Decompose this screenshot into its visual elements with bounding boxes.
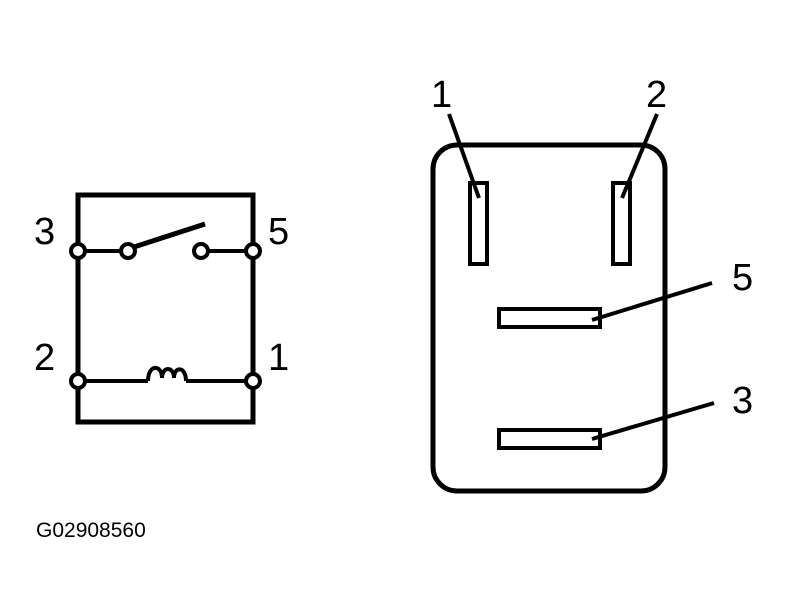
switch-contact-right	[192, 242, 210, 260]
pin-2-slot	[611, 181, 632, 266]
schematic-frame	[75, 192, 256, 425]
pin-2-label: 2	[646, 74, 667, 116]
terminal-5-label: 5	[268, 211, 289, 253]
terminal-1-dot	[244, 372, 262, 390]
relay-schematic	[69, 192, 262, 425]
pin-3-slot	[497, 428, 602, 450]
terminal-2-label: 2	[34, 337, 55, 379]
pin-1-slot	[468, 181, 489, 266]
pin-1-label: 1	[431, 74, 452, 116]
connector-face	[430, 113, 715, 494]
pin-5-label: 5	[732, 257, 753, 299]
terminal-1-label: 1	[268, 337, 289, 379]
terminal-5-dot	[244, 242, 262, 260]
pin-2-leader	[620, 113, 659, 199]
pin-1-leader	[447, 113, 481, 199]
switch-contact-left	[119, 242, 137, 260]
switch-arm	[133, 221, 206, 250]
pin-3-label: 3	[732, 380, 753, 422]
terminal-2-dot	[69, 372, 87, 390]
pin-5-slot	[497, 307, 602, 329]
connector-body	[430, 142, 668, 494]
terminal-3-dot	[69, 242, 87, 260]
figure-code: G02908560	[36, 519, 146, 542]
pin-3-leader	[591, 401, 715, 441]
terminal-3-label: 3	[34, 211, 55, 253]
pin-5-leader	[591, 281, 713, 322]
coil-icon	[146, 365, 188, 382]
